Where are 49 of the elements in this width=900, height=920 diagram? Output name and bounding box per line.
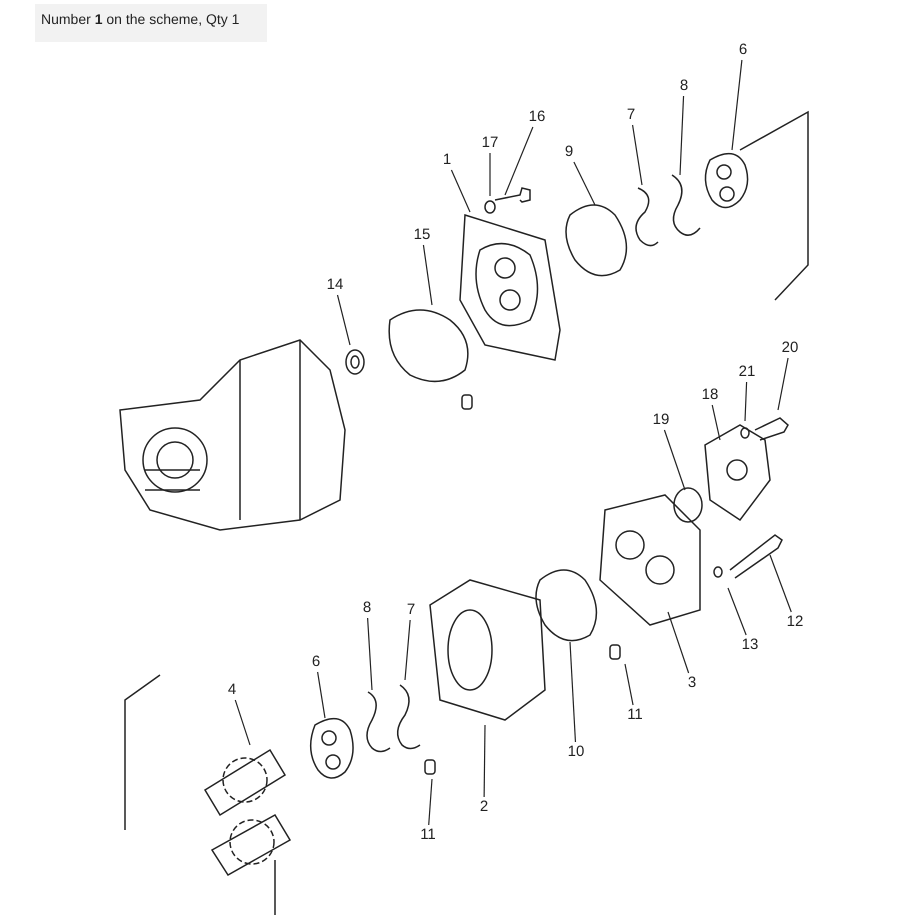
callout-number: 6 [731, 41, 755, 59]
callout-number: 9 [557, 143, 581, 161]
leader-line [744, 382, 748, 422]
callout-number: 11 [623, 706, 647, 724]
callout-number: 12 [783, 613, 807, 631]
callout-number: 10 [564, 743, 588, 761]
leader-line [317, 672, 326, 718]
callout-number: 7 [399, 601, 423, 619]
callout-number: 6 [304, 653, 328, 671]
leader-line [422, 244, 433, 306]
leader-line [712, 404, 721, 440]
callout-number: 8 [355, 599, 379, 617]
callout-number: 13 [738, 636, 762, 654]
leader-line [336, 294, 351, 346]
callout-number: 3 [680, 674, 704, 692]
callout-number: 8 [672, 77, 696, 95]
callout-number: 18 [698, 386, 722, 404]
callout-number: 2 [472, 798, 496, 816]
callout-number: 19 [649, 411, 673, 429]
callout-number: 11 [416, 826, 440, 844]
leader-line [731, 60, 742, 150]
callout-number: 15 [410, 226, 434, 244]
caption-text: Number 1 on the scheme, Qty 1 [35, 4, 267, 42]
callout-number: 16 [525, 108, 549, 126]
callout-number: 1 [435, 151, 459, 169]
leader-line [234, 700, 251, 746]
leader-line [667, 612, 690, 674]
leader-line [504, 126, 534, 196]
leader-line [367, 618, 373, 690]
leader-line [727, 588, 747, 636]
leader-line [632, 124, 643, 186]
leader-line [404, 620, 411, 680]
leader-line [573, 162, 596, 206]
leader-line [679, 96, 684, 176]
leader-line [428, 778, 433, 826]
callout-number: 14 [323, 276, 347, 294]
callout-number: 4 [220, 681, 244, 699]
leader-line [769, 554, 792, 612]
callout-number: 17 [478, 134, 502, 152]
leader-line [624, 664, 634, 706]
leader-line [777, 358, 789, 410]
leader-line [450, 170, 471, 212]
leader-line [484, 725, 486, 797]
leader-line [569, 642, 576, 742]
callout-number: 21 [735, 363, 759, 381]
callout-number: 7 [619, 106, 643, 124]
leader-line [489, 153, 491, 196]
leader-line [664, 430, 686, 490]
callout-number: 20 [778, 339, 802, 357]
